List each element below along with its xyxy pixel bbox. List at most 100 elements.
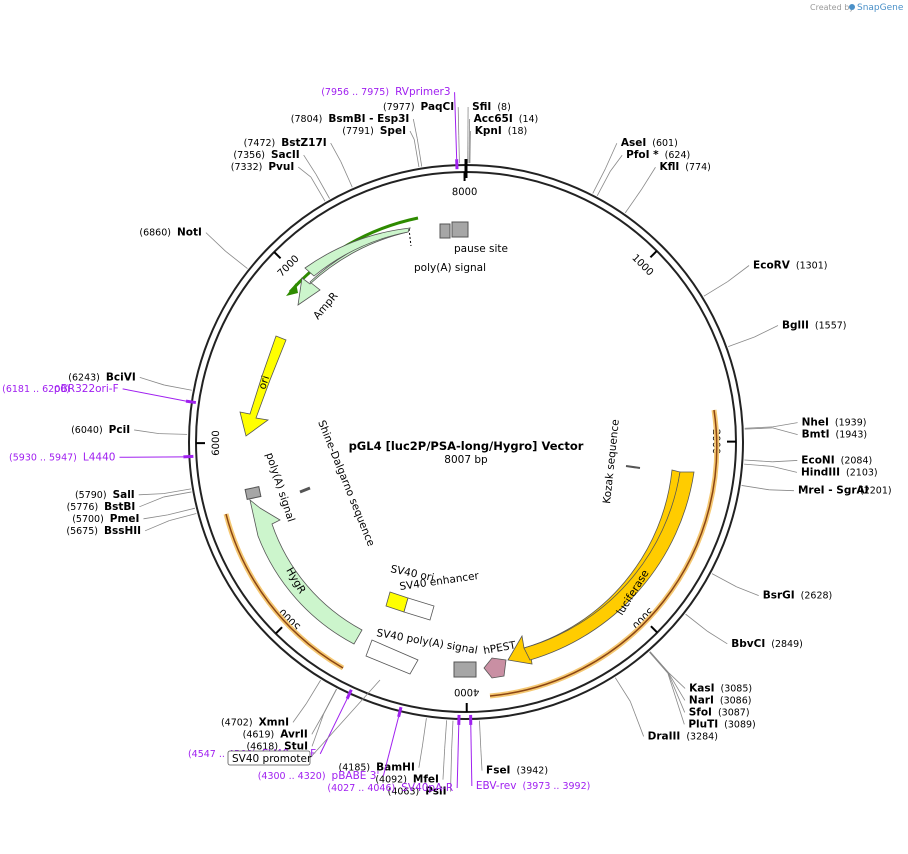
primer-range: (5930 .. 5947) [9, 452, 77, 463]
enzyme-leader-ext [605, 143, 618, 169]
enzyme-label: BamHI [376, 762, 415, 774]
ori-feature [239, 335, 287, 437]
enzyme-label: EcoRV [753, 259, 791, 271]
sv40-promoter-label: SV40 promoter [232, 753, 312, 765]
enzyme-position: (7977) [383, 102, 415, 113]
enzyme-leader-ext [205, 232, 226, 252]
enzyme-leader [649, 651, 669, 673]
enzyme-label: KflI [659, 161, 679, 173]
enzyme-position: (3087) [718, 707, 750, 718]
enzyme-label: SalI [113, 489, 135, 501]
primer-leader [456, 724, 460, 789]
enzyme-leader [479, 720, 482, 749]
enzyme-label: NotI [177, 227, 202, 239]
hpest-feature [483, 657, 507, 679]
enzyme-leader [163, 488, 192, 495]
sv40-polya-feature [365, 639, 419, 675]
enzyme-leader-ext [769, 489, 794, 492]
credit-brand: SnapGene [857, 3, 904, 13]
enzyme-leader-ext [134, 429, 160, 435]
enzyme-position: (6860) [139, 228, 171, 239]
hygr-orf-arrow [225, 513, 344, 669]
enzyme-position: (5675) [66, 526, 98, 537]
enzyme-label: BsmBI - Esp3I [328, 113, 409, 125]
primer-label: SV40pA-R [401, 782, 453, 794]
enzyme-position: (4702) [221, 717, 253, 728]
enzyme-label: AvrII [280, 728, 308, 740]
enzyme-position: (5776) [67, 502, 99, 513]
enzyme-position: (14) [519, 114, 539, 125]
enzyme-leader [451, 720, 454, 749]
hpest-label: hPEST [482, 639, 517, 657]
enzyme-position: (3086) [720, 695, 752, 706]
hygr-feature [249, 498, 363, 645]
enzyme-position: (4063) [388, 787, 420, 798]
plasmid-size: 8007 bp [444, 454, 488, 466]
polya-top-box [439, 223, 451, 239]
enzyme-position: (1301) [796, 260, 828, 271]
credit-text: Created by [810, 3, 854, 12]
primer-mark [397, 706, 403, 718]
primer-leader [382, 716, 400, 777]
enzyme-leader-ext [667, 672, 686, 713]
enzyme-label: DraIII [648, 730, 681, 742]
primer-label: EBV-rev [476, 780, 517, 792]
enzyme-label: NarI [689, 694, 714, 706]
enzyme-label: PfoI * [626, 149, 659, 161]
enzyme-leader-ext [303, 154, 317, 175]
enzyme-leader-ext [640, 167, 656, 191]
enzyme-position: (4092) [375, 775, 407, 786]
enzyme-label: BmtI [802, 429, 830, 441]
enzyme-position: (624) [665, 150, 691, 161]
enzyme-position: (4619) [243, 729, 275, 740]
enzyme-label: FseI [486, 765, 510, 777]
enzyme-leader-ext [668, 672, 686, 689]
enzyme-leader-ext [629, 701, 645, 737]
enzyme-label: PmeI [110, 513, 140, 525]
primer-leader [470, 724, 473, 786]
enzyme-label: SfoI [689, 706, 712, 718]
enzyme-position: (3089) [724, 719, 756, 730]
enzyme-position: (7472) [244, 138, 276, 149]
tick-label: 4000 [454, 686, 479, 697]
enzyme-leader-ext [418, 745, 423, 768]
enzyme-position: (5700) [72, 514, 104, 525]
enzyme-leader [728, 336, 755, 347]
enzyme-position: (774) [685, 162, 711, 173]
primer-mark [185, 399, 197, 405]
enzyme-label: BssHII [104, 525, 141, 537]
enzyme-leader [592, 168, 606, 194]
primer-mark [345, 689, 353, 700]
enzyme-position: (4185) [339, 763, 371, 774]
enzyme-leader [741, 485, 770, 491]
enzyme-leader-ext [311, 713, 325, 747]
primer-leader [319, 698, 348, 755]
shine-marker [299, 486, 311, 494]
primer-label: pBABE 3' [332, 770, 380, 782]
enzyme-leader-ext [143, 514, 168, 520]
enzyme-leader [169, 513, 197, 522]
enzyme-label: Acc65I [474, 113, 513, 125]
enzyme-leader [305, 679, 321, 705]
enzyme-position: (7356) [233, 150, 265, 161]
enzyme-position: (3942) [516, 766, 548, 777]
enzyme-position: (2103) [846, 467, 878, 478]
primer-label: L4440 [83, 451, 116, 463]
enzyme-leader-ext [330, 142, 342, 162]
tick-mark [275, 626, 283, 635]
enzyme-leader [624, 189, 642, 214]
kozak-label: Kozak sequence [601, 419, 622, 505]
kozak-marker [625, 465, 641, 469]
enzyme-label: HindIII [801, 466, 840, 478]
tick-label: 8000 [452, 187, 478, 198]
enzyme-leader [422, 718, 427, 746]
enzyme-label: NheI [802, 417, 829, 429]
enzyme-label: SacII [271, 149, 300, 161]
enzyme-leader [315, 173, 330, 199]
enzyme-position: (3284) [686, 731, 718, 742]
primer-leader [122, 388, 187, 402]
enzyme-position: (8) [497, 102, 510, 113]
enzyme-label: MreI - SgrAI [798, 485, 869, 497]
enzyme-label: BstBI [104, 501, 135, 513]
